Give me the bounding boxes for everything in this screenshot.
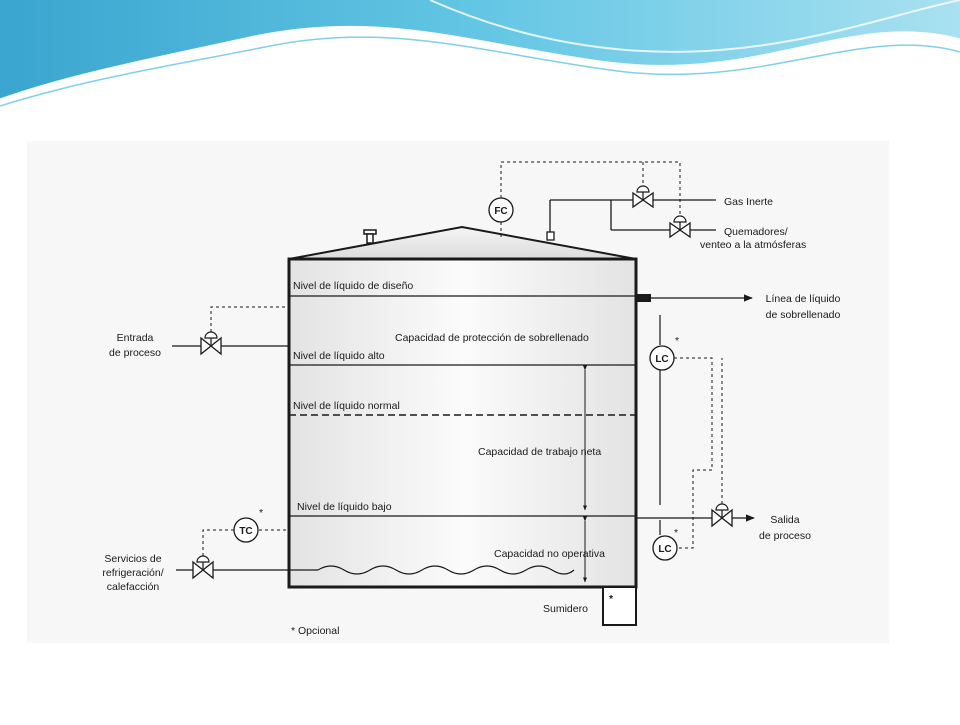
tc-optional-mark: * bbox=[259, 507, 263, 519]
lc-low-label: LC bbox=[658, 544, 671, 555]
outlet-label-line1: Salida bbox=[770, 514, 799, 526]
design-level-label: Nivel de líquido de diseño bbox=[293, 280, 413, 292]
storage-tank bbox=[287, 225, 638, 626]
optional-note: * Opcional bbox=[291, 625, 339, 637]
process-inlet bbox=[172, 306, 289, 356]
tc-label: TC bbox=[239, 526, 252, 537]
lc-high-instrument: LC * bbox=[649, 315, 713, 549]
overfill-capacity-label: Capacidad de protección de sobrellenado bbox=[395, 332, 589, 344]
tc-instrument: TC * bbox=[233, 507, 263, 543]
normal-level-label: Nivel de líquido normal bbox=[293, 400, 400, 412]
overfill-line-label-2: de sobrellenado bbox=[766, 309, 841, 321]
inlet-label-line1: Entrada bbox=[117, 332, 154, 344]
net-capacity-label: Capacidad de trabajo neta bbox=[478, 446, 601, 458]
vent-label-line1: Quemadores/ bbox=[724, 226, 788, 238]
heating-coil bbox=[317, 565, 575, 575]
lc-low-instrument: LC * bbox=[652, 520, 678, 561]
gas-inert-valve bbox=[632, 185, 654, 209]
outlet-label-line2: de proceso bbox=[759, 530, 811, 542]
nonop-capacity-label: Capacidad no operativa bbox=[494, 548, 605, 560]
services-label-line1: Servicios de bbox=[104, 553, 161, 565]
overfill-line bbox=[636, 294, 753, 302]
sump-optional-mark: * bbox=[609, 593, 614, 605]
services-label-line3: calefacción bbox=[107, 581, 160, 593]
sump bbox=[602, 586, 637, 626]
high-level-label: Nivel de líquido alto bbox=[293, 350, 385, 362]
sump-label: Sumidero bbox=[543, 603, 588, 615]
overfill-line-label-1: Línea de líquido bbox=[766, 293, 841, 305]
vent-valve bbox=[669, 215, 691, 239]
services-label-line2: refrigeración/ bbox=[102, 567, 163, 579]
vent-label-line2: venteo a la atmósferas bbox=[700, 239, 806, 251]
lc-low-optional-mark: * bbox=[674, 527, 678, 539]
lc-high-label: LC bbox=[655, 354, 668, 365]
utility-services bbox=[176, 529, 318, 580]
inlet-label-line2: de proceso bbox=[109, 347, 161, 359]
gas-inert-label: Gas Inerte bbox=[724, 196, 773, 208]
low-level-label: Nivel de líquido bajo bbox=[297, 501, 392, 513]
fc-label: FC bbox=[494, 206, 507, 217]
header-wave bbox=[0, 0, 960, 107]
lc-high-optional-mark: * bbox=[675, 335, 679, 347]
fc-instrument: FC bbox=[488, 197, 514, 223]
process-outlet bbox=[636, 358, 755, 528]
